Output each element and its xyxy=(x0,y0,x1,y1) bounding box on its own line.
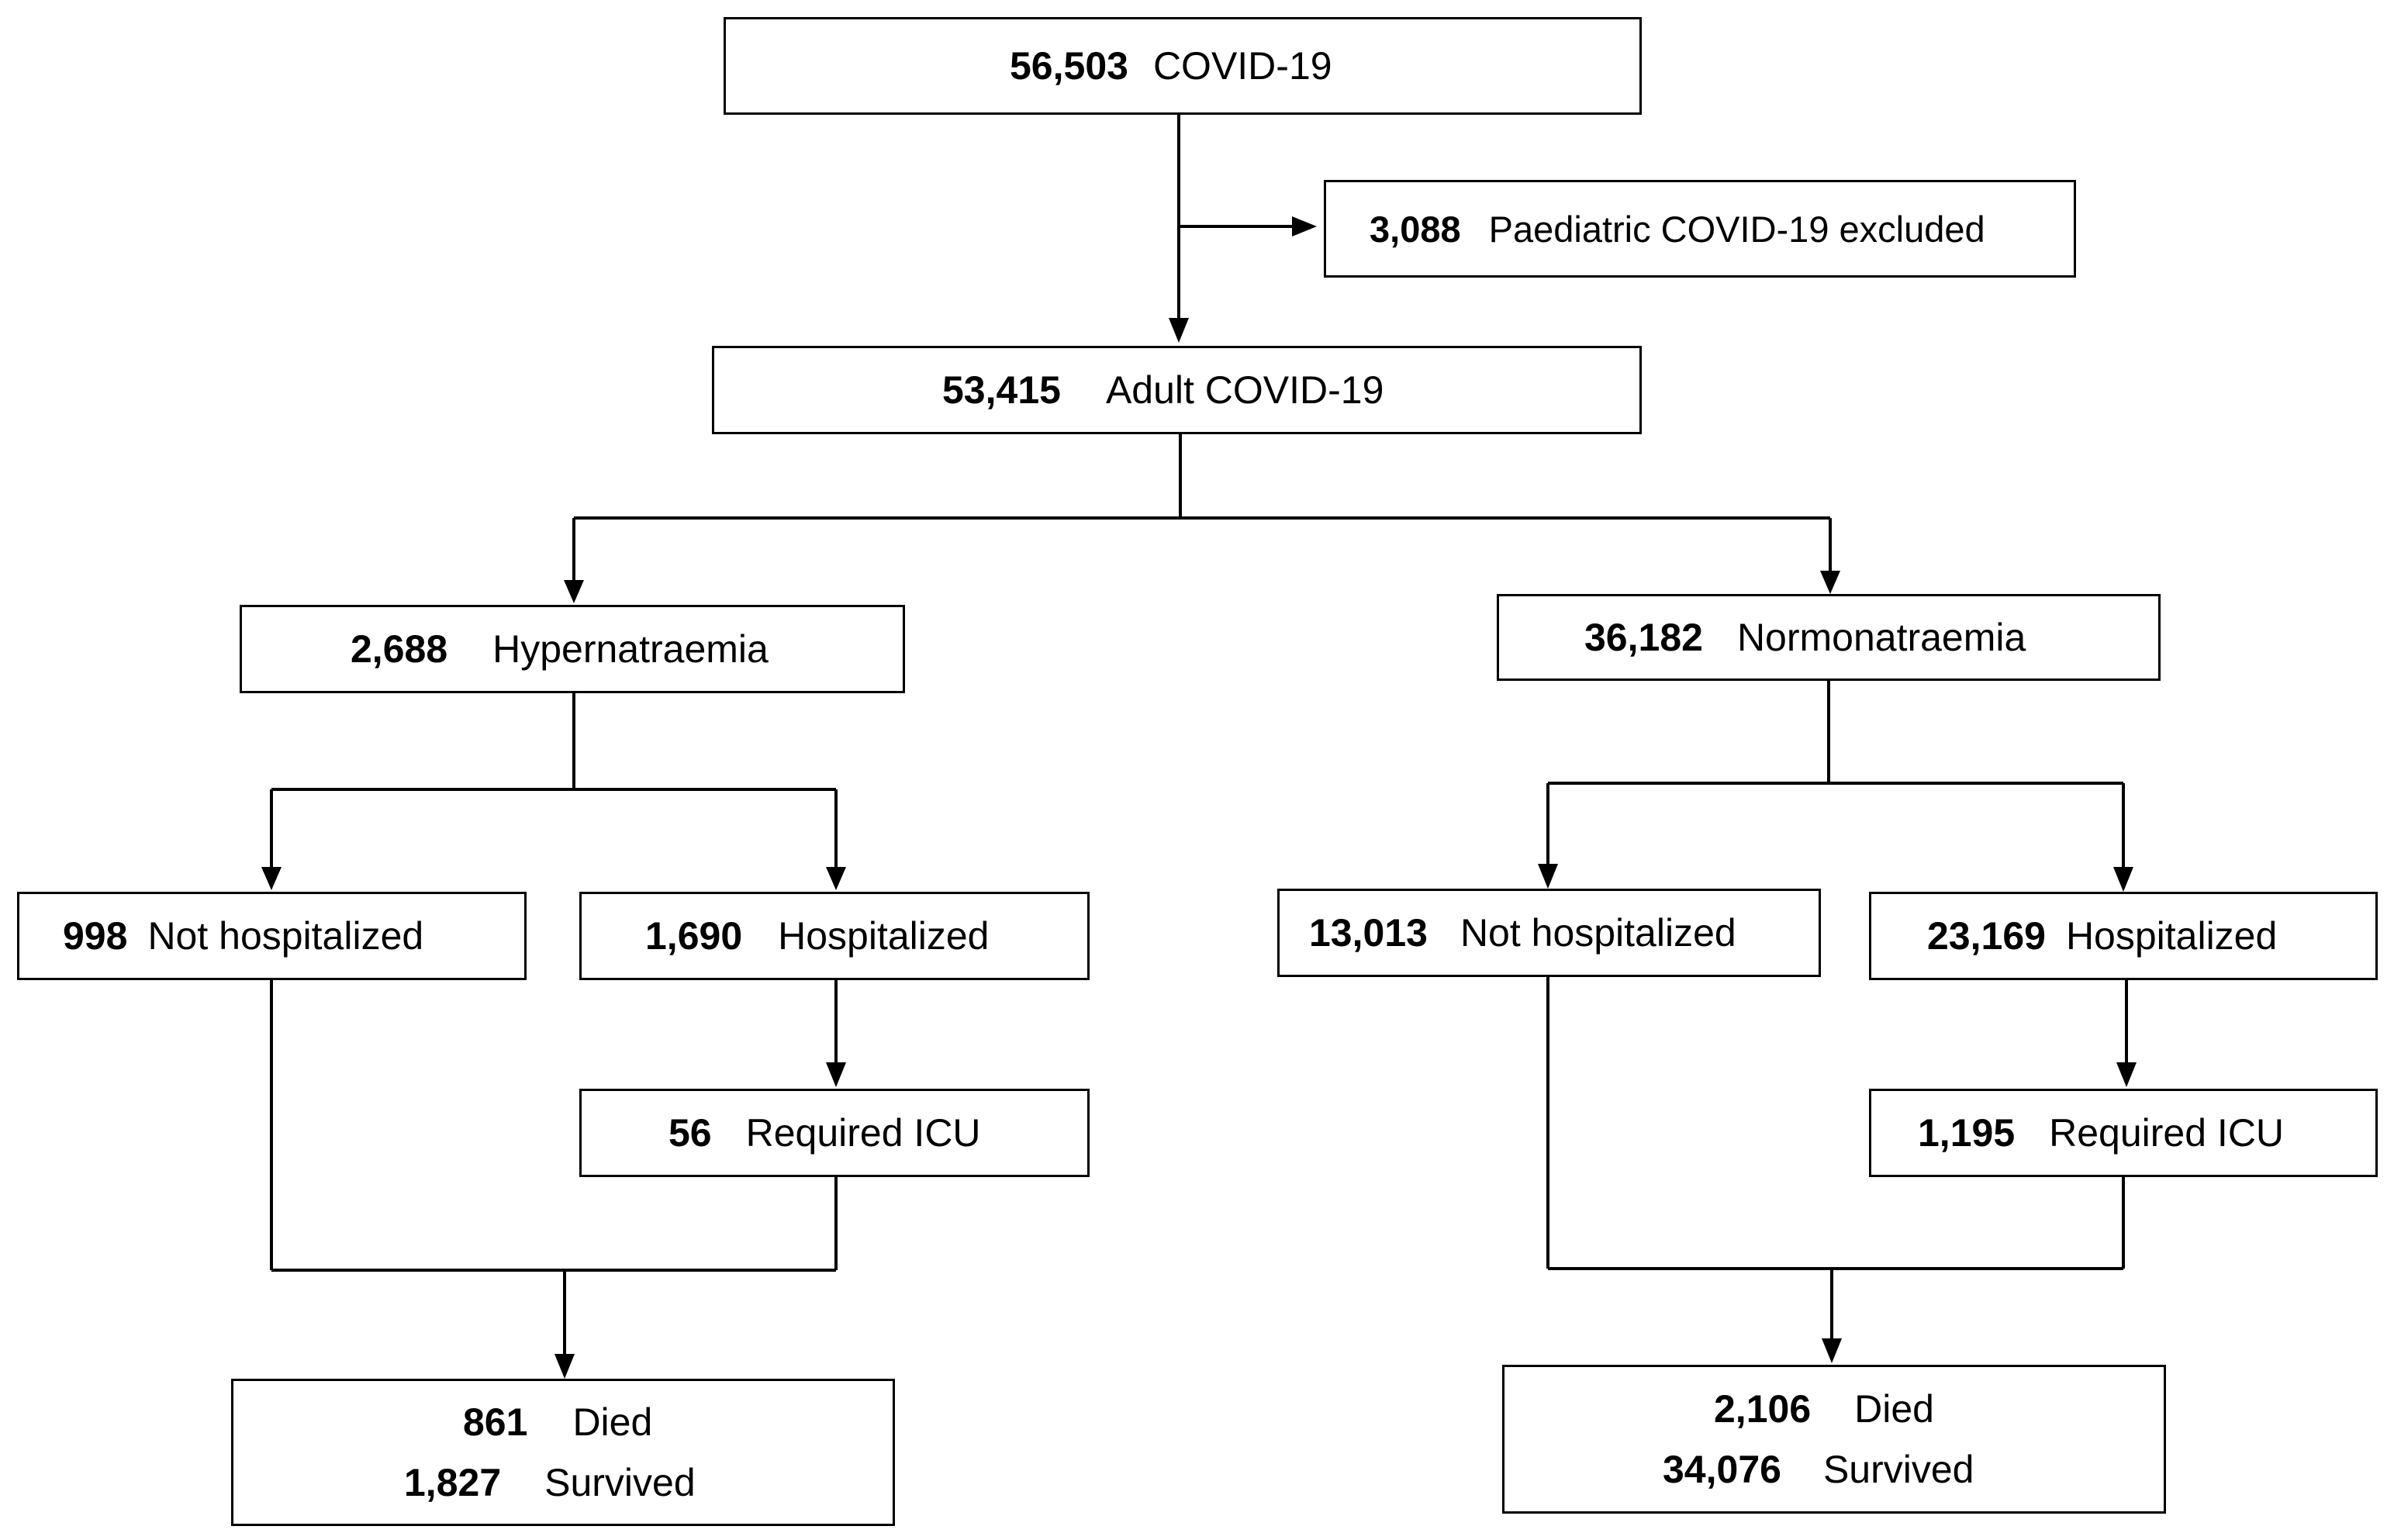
arrowhead-to-normo-icu xyxy=(2116,1062,2137,1087)
arrowhead-to-hyper xyxy=(564,580,584,603)
node-label: Hypernatraemia xyxy=(492,627,769,671)
node-label: Not hospitalized xyxy=(1460,911,1736,955)
node-total-covid: 56,503 COVID-19 xyxy=(724,17,1642,115)
arrowhead-to-normo-outcome xyxy=(1822,1338,1842,1363)
node-adult-covid: 53,415 Adult COVID-19 xyxy=(712,346,1642,434)
node-count: 13,013 xyxy=(1309,911,1428,955)
arrowhead-to-normo-nothosp xyxy=(1538,864,1558,889)
arrowhead-to-hyper-outcome xyxy=(554,1354,575,1379)
node-label: Not hospitalized xyxy=(147,914,424,958)
node-normo-hospitalized: 23,169 Hospitalized xyxy=(1869,892,2378,980)
node-label: COVID-19 xyxy=(1152,44,1332,88)
arrowhead-to-hyper-nothosp xyxy=(261,867,282,890)
node-hyper-outcome: 861 Died 1,827 Survived xyxy=(231,1379,895,1526)
survived-label: Survived xyxy=(1822,1448,1974,1491)
arrowhead-to-hyper-icu xyxy=(826,1062,846,1087)
survived-count: 1,827 xyxy=(404,1461,502,1504)
survived-label: Survived xyxy=(544,1461,696,1504)
node-label: Hospitalized xyxy=(2065,914,2278,958)
node-label: Paediatric COVID-19 excluded xyxy=(1488,208,1985,250)
died-count: 861 xyxy=(463,1400,528,1444)
node-label: Required ICU xyxy=(2049,1111,2285,1155)
node-count: 1,690 xyxy=(645,914,743,958)
node-normo-outcome: 2,106 Died 34,076 Survived xyxy=(1502,1365,2166,1514)
node-label: Hospitalized xyxy=(778,914,990,958)
node-hyper-not-hospitalized: 998 Not hospitalized xyxy=(17,892,527,980)
node-count: 53,415 xyxy=(942,368,1061,412)
node-count: 56,503 xyxy=(1010,44,1128,88)
node-count: 1,195 xyxy=(1918,1111,2016,1155)
node-label: Normonatraemia xyxy=(1736,616,2026,659)
node-normo-required-icu: 1,195 Required ICU xyxy=(1869,1089,2378,1177)
node-count: 36,182 xyxy=(1584,616,1703,659)
node-normonatraemia: 36,182 Normonatraemia xyxy=(1497,594,2161,681)
survived-count: 34,076 xyxy=(1663,1448,1781,1491)
arrowhead-to-excluded xyxy=(1292,216,1317,237)
node-label: Adult COVID-19 xyxy=(1105,368,1384,412)
arrowhead-to-normo xyxy=(1820,571,1840,594)
died-label: Died xyxy=(1854,1387,1934,1431)
node-count: 998 xyxy=(63,914,128,958)
node-label: Required ICU xyxy=(745,1111,981,1155)
node-count: 2,688 xyxy=(351,627,448,671)
arrowhead-to-adult xyxy=(1169,318,1189,343)
node-count: 3,088 xyxy=(1370,208,1461,250)
node-hypernatraemia: 2,688 Hypernatraemia xyxy=(240,605,905,693)
node-count: 23,169 xyxy=(1927,914,2046,958)
node-hyper-required-icu: 56 Required ICU xyxy=(579,1089,1090,1177)
node-count: 56 xyxy=(668,1111,712,1155)
node-hyper-hospitalized: 1,690 Hospitalized xyxy=(579,892,1090,980)
arrowhead-to-hyper-hosp xyxy=(826,867,846,890)
node-paediatric-excluded: 3,088 Paediatric COVID-19 excluded xyxy=(1324,180,2076,278)
node-normo-not-hospitalized: 13,013 Not hospitalized xyxy=(1277,889,1821,977)
arrowhead-to-normo-hosp xyxy=(2113,867,2133,892)
died-count: 2,106 xyxy=(1714,1387,1812,1431)
died-label: Died xyxy=(572,1400,653,1444)
